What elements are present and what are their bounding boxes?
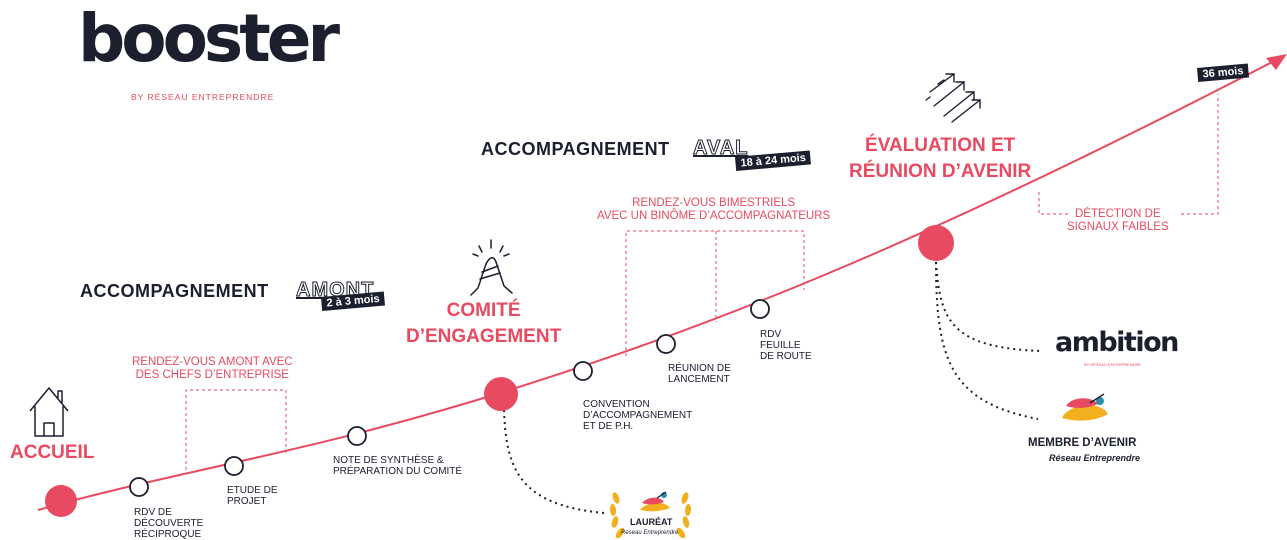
laureat-sublabel: Réseau Entreprendre <box>621 530 679 536</box>
step-label-rdv-decouverte: RDV DE DÉCOUVERTE RÉCIPROQUE <box>134 507 204 540</box>
evaluation-milestone <box>918 225 954 261</box>
step-label-feuille: RDV FEUILLE DE ROUTE <box>760 329 812 362</box>
step-label-lancement: RÉUNION DE LANCEMENT <box>668 363 731 385</box>
step-node-feuille <box>750 299 770 319</box>
step-node-rdv-decouverte <box>129 477 149 497</box>
laureat-emblem <box>640 491 670 512</box>
timeline-arrowhead <box>1266 54 1287 70</box>
laurel-icon <box>609 492 692 539</box>
step-nodes <box>129 299 770 497</box>
step-label-convention: CONVENTION D’ACCOMPAGNEMENT ET DE P.H. <box>583 399 693 432</box>
aval-phase-title: ACCOMPAGNEMENT <box>481 139 670 159</box>
ambition-logo: ambition <box>1055 327 1179 358</box>
detection-caption: DÉTECTION DE SIGNAUX FAIBLES <box>1067 208 1169 233</box>
accueil-label: ACCUEIL <box>10 442 95 463</box>
step-node-convention <box>573 361 593 381</box>
step-label-note: NOTE DE SYNTHÈSE & PRÉPARATION DU COMITÉ <box>333 455 463 477</box>
step-node-lancement <box>656 334 676 354</box>
step-node-note <box>347 426 367 446</box>
accueil-milestone <box>45 485 77 517</box>
aval-bracket <box>625 230 805 356</box>
aval-bracket-caption: RENDEZ-VOUS BIMESTRIELS AVEC UN BINÔME D… <box>597 197 831 222</box>
step-node-etude <box>224 456 244 476</box>
step-label-etude: ETUDE DE PROJET <box>227 485 278 507</box>
outcome-connectors <box>503 261 1043 514</box>
ambition-connector <box>935 261 1043 352</box>
membre-emblem <box>1062 393 1108 421</box>
aval-phase-outline: AVAL <box>692 137 749 160</box>
amont-bracket-caption: RENDEZ-VOUS AMONT AVEC DES CHEFS D’ENTRE… <box>132 356 293 381</box>
detection-bracket <box>1038 94 1219 215</box>
high-five-icon <box>470 239 513 296</box>
logo-tagline: BY RÉSEAU ENTREPRENDRE <box>131 92 275 102</box>
comite-milestone <box>484 377 518 411</box>
house-icon <box>29 387 69 437</box>
membre-connector <box>935 261 1039 420</box>
amont-bracket <box>185 389 287 470</box>
booster-logo: booster <box>78 0 340 77</box>
amont-phase-title: ACCOMPAGNEMENT <box>80 281 269 301</box>
growth-arrows-icon <box>925 73 981 123</box>
ambition-tagline: BY RÉSEAU ENTREPRENDRE <box>1084 362 1142 367</box>
membre-label: MEMBRE D’AVENIR <box>1028 437 1137 449</box>
timeline-curve <box>37 59 1277 511</box>
evaluation-label: ÉVALUATION ET RÉUNION D’AVENIR <box>849 135 1032 182</box>
membre-sublabel: Réseau Entreprendre <box>1049 453 1141 463</box>
comite-label: COMITÉ D’ENGAGEMENT <box>406 300 562 347</box>
laureat-label: LAURÉAT <box>630 517 673 527</box>
